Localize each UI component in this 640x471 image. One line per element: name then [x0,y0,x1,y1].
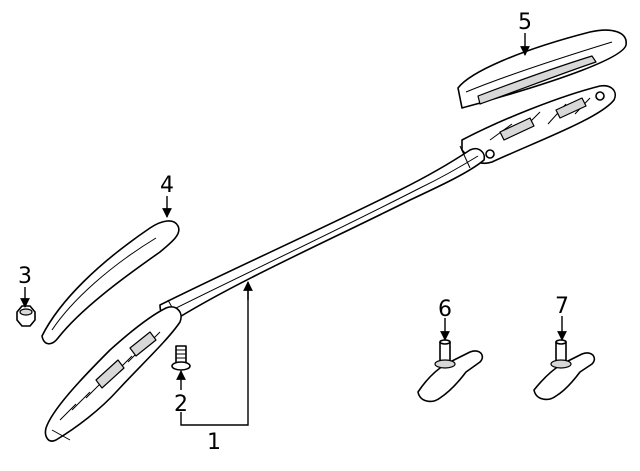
roof-rail-part [159,145,486,323]
callout-5: 5 [518,10,532,35]
callout-1: 1 [207,430,221,455]
clip-6-part [417,339,484,403]
callout-4: 4 [160,173,174,198]
leader-lines [20,33,567,426]
clip-7-part [533,339,596,401]
rear-mount-base [461,84,616,165]
callout-2: 2 [174,392,188,417]
callout-6: 6 [438,297,452,322]
nut-part [16,305,36,327]
rear-cover-part [457,29,627,109]
callout-3: 3 [18,264,32,289]
front-mount-base [44,306,182,442]
front-cover-part [41,220,180,345]
bolt-part [171,345,191,371]
callout-7: 7 [555,294,569,319]
